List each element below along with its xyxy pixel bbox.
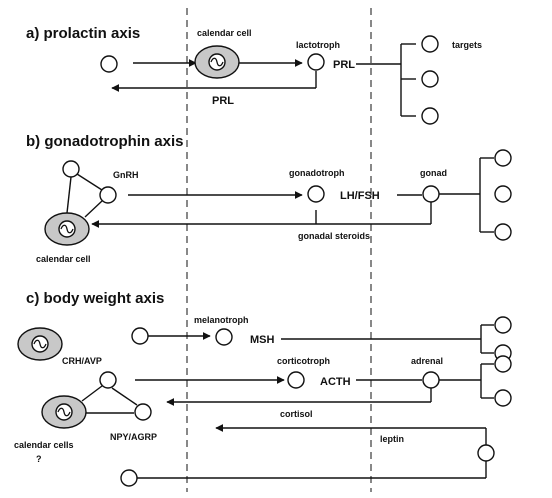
triad-edge-top-gnrh	[76, 173, 103, 191]
acth-label: ACTH	[320, 376, 351, 388]
leptin-label: leptin	[380, 434, 404, 444]
target-node-2	[421, 70, 439, 88]
oscillation-icon	[210, 57, 224, 67]
target-node-1	[421, 35, 439, 53]
gonadal-steroids-label: gonadal steroids	[298, 231, 370, 241]
adrenal-label: adrenal	[411, 356, 443, 366]
gnrh-node	[99, 186, 117, 204]
gonadotroph-node	[307, 185, 325, 203]
gonad-label: gonad	[420, 168, 447, 178]
corticotroph-node	[287, 371, 305, 389]
triad-node-top	[62, 160, 80, 178]
corticotroph-label: corticotroph	[277, 356, 330, 366]
npy-agrp-label: NPY/AGRP	[110, 432, 157, 442]
melanotroph-node	[215, 328, 233, 346]
question-mark: ?	[36, 454, 42, 464]
calendar-cells-label: calendar cells	[14, 440, 74, 450]
body-weight-axis-title: c) body weight axis	[26, 290, 164, 307]
triad-edge-crh-npy	[111, 387, 138, 406]
oscillation-icon-c1	[33, 339, 47, 349]
lactotroph-node	[307, 53, 325, 71]
triad-edge-crh-calendar	[81, 385, 103, 402]
melanotroph-label: melanotroph	[194, 315, 249, 325]
crh-avp-node	[99, 371, 117, 389]
msh-target-1	[494, 316, 512, 334]
arcuate-node	[131, 327, 149, 345]
triad-edge-top-calendar	[66, 176, 72, 214]
prolactin-axis-title: a) prolactin axis	[26, 25, 140, 42]
lh-fsh-label: LH/FSH	[340, 190, 380, 202]
hypothalamus-node	[100, 55, 118, 73]
prl-feedback-label: PRL	[212, 95, 234, 107]
calendar-cell-label: calendar cell	[197, 28, 252, 38]
crh-avp-label: CRH/AVP	[62, 356, 102, 366]
adrenal-target-2	[494, 389, 512, 407]
cortisol-label: cortisol	[280, 409, 313, 419]
lactotroph-label: lactotroph	[296, 40, 340, 50]
gonad-target-3	[494, 223, 512, 241]
msh-label: MSH	[250, 334, 275, 346]
gnrh-label: GnRH	[113, 170, 139, 180]
calendar-cell-label-b: calendar cell	[36, 254, 91, 264]
prolactin-axis: a) prolactin axis calendar cell lactotro…	[26, 25, 482, 125]
adipose-node	[477, 444, 495, 462]
bottom-left-node	[120, 469, 138, 487]
gonadotrophin-axis-title: b) gonadotrophin axis	[26, 133, 184, 150]
oscillation-icon-b	[60, 224, 74, 234]
target-node-3	[421, 107, 439, 125]
npy-agrp-node	[134, 403, 152, 421]
prl-output-label: PRL	[333, 59, 355, 71]
gonad-target-2	[494, 185, 512, 203]
gonadotroph-label: gonadotroph	[289, 168, 345, 178]
adrenal-target-1	[494, 355, 512, 373]
targets-label: targets	[452, 40, 482, 50]
triad-edge-gnrh-calendar	[84, 200, 103, 218]
adrenal-node	[422, 371, 440, 389]
gonadotrophin-axis: b) gonadotrophin axis GnRH calendar cell…	[26, 133, 512, 264]
gonad-target-1	[494, 149, 512, 167]
gonad-node	[422, 185, 440, 203]
oscillation-icon-c2	[57, 407, 71, 417]
body-weight-axis: c) body weight axis melanotroph MSH CRH/…	[14, 290, 512, 487]
